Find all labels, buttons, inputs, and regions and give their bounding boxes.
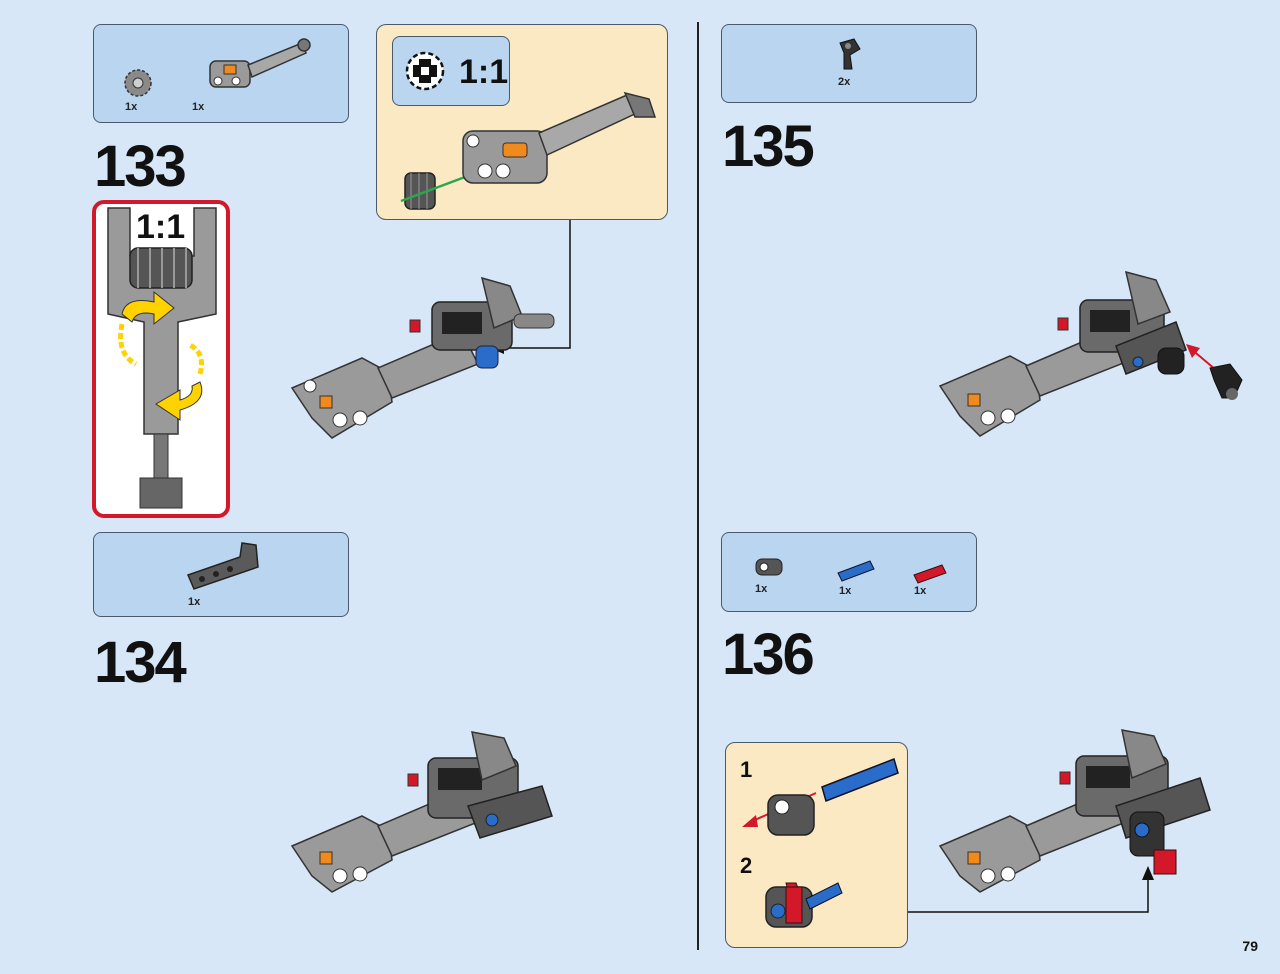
step-133-number: 133 xyxy=(94,134,187,199)
step-133-parts-box: 1x 1x xyxy=(93,24,349,123)
axle-connector-part-icon xyxy=(839,38,861,70)
step-134-model-illustration xyxy=(290,731,553,893)
step-134-parts-box: 1x xyxy=(93,532,349,617)
step-136-pointer-line xyxy=(908,866,1154,913)
blue-pin-part-icon xyxy=(837,560,875,582)
page-number: 79 xyxy=(1242,938,1258,954)
gear-icon xyxy=(405,51,445,91)
suspension-arm-part-icon xyxy=(209,38,311,88)
sub-step-1-label: 1 xyxy=(740,757,753,782)
step-135-parts-box: 2x xyxy=(721,24,977,103)
sub-step-2-label: 2 xyxy=(740,853,753,878)
step-136-number: 136 xyxy=(722,622,815,687)
step-133-check-callout: 1:1 xyxy=(92,200,230,518)
step-136-submodel-callout: 1 2 xyxy=(725,742,908,948)
step-134-number: 134 xyxy=(94,630,187,695)
red-pin-part-icon xyxy=(913,564,947,584)
liftarm-part-icon xyxy=(186,542,259,590)
column-divider xyxy=(697,22,699,950)
step-136-part-3-qty: 1x xyxy=(914,585,927,597)
tool-check-illustration xyxy=(107,207,217,509)
callout-ratio-label: 1:1 xyxy=(136,208,186,246)
step-135-part-1-qty: 2x xyxy=(838,76,851,88)
ratio-label: 1:1 xyxy=(459,53,509,91)
step-136-part-2-qty: 1x xyxy=(839,585,852,597)
submodel-assembly-illustration xyxy=(400,91,657,210)
step-133-part-2-qty: 1x xyxy=(192,101,205,113)
step-136-part-1-qty: 1x xyxy=(755,583,768,595)
step-136-parts-box: 1x 1x 1x xyxy=(721,532,977,612)
step-133-model-illustration xyxy=(290,276,555,439)
step-133-submodel-callout: 1:1 xyxy=(376,24,668,220)
gear-part-icon xyxy=(124,69,152,97)
step-133-part-1-qty: 1x xyxy=(125,101,138,113)
step-134-part-1-qty: 1x xyxy=(188,596,201,608)
step-135-model-illustration xyxy=(938,270,1243,437)
step-136-model-illustration xyxy=(938,729,1211,893)
step-135-number: 135 xyxy=(722,114,815,179)
pin-connector-part-icon xyxy=(755,558,783,576)
step-133-ratio-badge: 1:1 xyxy=(392,36,510,106)
sub-step-2-illustration xyxy=(765,882,843,928)
sub-step-1-illustration xyxy=(742,758,899,836)
